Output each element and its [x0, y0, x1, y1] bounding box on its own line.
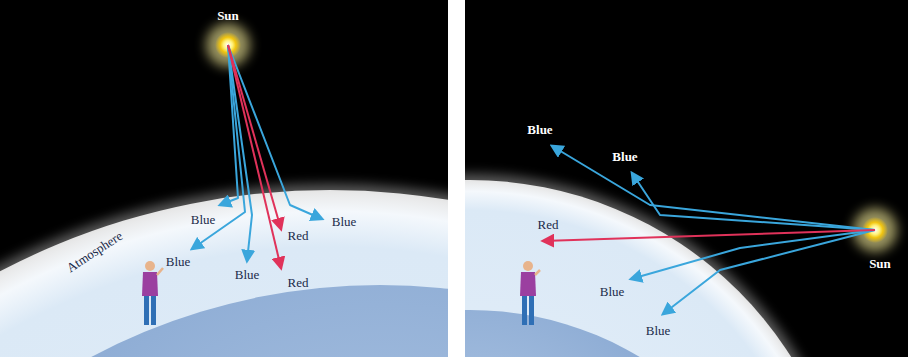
left-panel	[0, 0, 448, 357]
ray-label: Red	[288, 229, 309, 243]
ray-label: Blue	[235, 268, 260, 282]
ray-label: Blue	[191, 213, 216, 227]
ray-label: Blue	[527, 123, 552, 137]
earth-surface	[465, 310, 800, 357]
ray-label: Blue	[646, 324, 671, 338]
ray-label: Blue	[600, 285, 625, 299]
sun-label: Sun	[217, 9, 239, 23]
ray-label: Red	[538, 218, 559, 232]
sun-label: Sun	[869, 257, 891, 271]
observer	[142, 261, 163, 325]
light-rays	[192, 45, 322, 268]
ray-label: Red	[288, 276, 309, 290]
observer	[520, 261, 540, 325]
right-panel	[465, 0, 908, 357]
ray-label: Blue	[612, 150, 637, 164]
ray-label: Blue	[166, 255, 191, 269]
light-rays	[543, 146, 875, 314]
ray-label: Blue	[332, 215, 357, 229]
earth-surface	[0, 285, 448, 357]
atmosphere	[0, 190, 448, 357]
